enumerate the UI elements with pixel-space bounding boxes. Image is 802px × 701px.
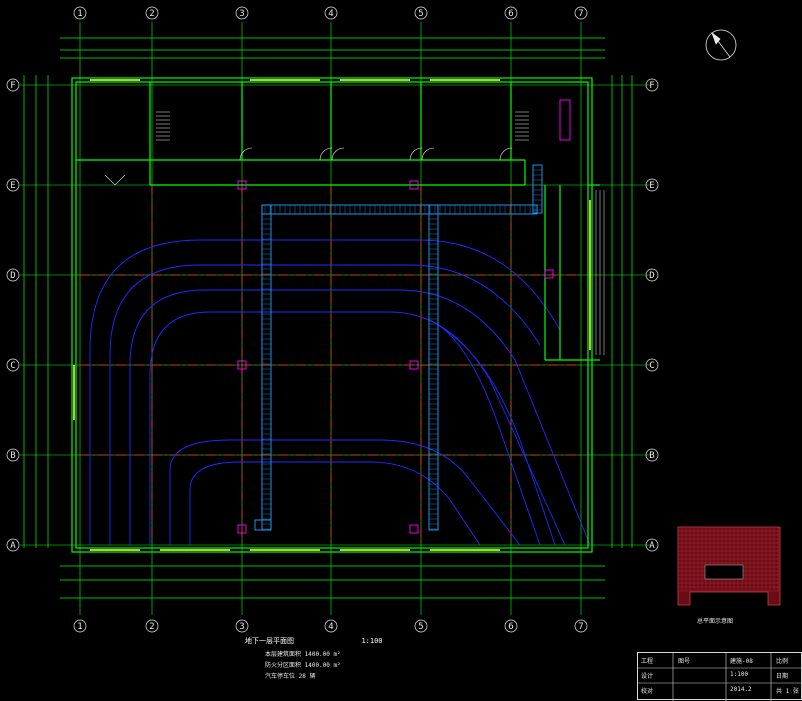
svg-text:D: D [649, 271, 654, 281]
grid-bubble-row-E: E [645, 178, 659, 192]
grid-bubble-col-2: 2 [145, 619, 159, 633]
wall-highlights [73, 79, 591, 551]
tb-cell: 日期 [776, 673, 789, 680]
grid-bubble-row-A: A [6, 538, 20, 552]
corridor-strips [254, 164, 543, 531]
keyplan-caption: 总平面示意图 [697, 618, 734, 625]
tb-cell: 共 1 张 [776, 688, 799, 695]
grid-bubble-row-D: D [645, 268, 659, 282]
svg-text:C: C [649, 361, 654, 371]
svg-text:D: D [10, 271, 15, 281]
tb-cell: 2014.2 [730, 686, 752, 693]
svg-text:E: E [649, 181, 654, 191]
svg-text:5: 5 [418, 622, 423, 632]
title-block: 工程 图号 建施-08 比例 设计 1:100 日期 校对 2014.2 共 1… [637, 652, 802, 701]
note-line-3: 汽车停车位 28 辆 [265, 673, 316, 680]
svg-text:2: 2 [149, 622, 154, 632]
grid-bubble-row-F: F [645, 78, 659, 92]
grid-bubble-col-4: 4 [324, 619, 338, 633]
svg-text:7: 7 [578, 9, 583, 19]
ramp-curves [89, 239, 591, 546]
tb-cell: 建施-08 [730, 658, 753, 665]
grid-bubble-col-7: 7 [574, 619, 588, 633]
tb-cell: 1:100 [730, 671, 749, 678]
grid-bubble-row-F: F [6, 78, 20, 92]
svg-text:A: A [649, 541, 655, 551]
tb-cell: 比例 [776, 658, 789, 665]
grid-bubble-col-5: 5 [414, 6, 428, 20]
grid-bubble-col-3: 3 [235, 6, 249, 20]
doors [104, 147, 513, 186]
title-block-grid [638, 653, 802, 701]
tb-cell: 校对 [641, 688, 654, 695]
stairs [156, 111, 605, 355]
grid-bubble-col-6: 6 [504, 6, 518, 20]
grid-bubble-col-3: 3 [235, 619, 249, 633]
note-line-2: 防火分区面积 1400.00 m² [265, 662, 341, 669]
dimension-lines [23, 37, 633, 599]
grid-bubble-col-2: 2 [145, 6, 159, 20]
grid-bubble-row-B: B [6, 448, 20, 462]
drawing-scale: 1:100 [361, 637, 383, 645]
svg-text:6: 6 [508, 9, 513, 19]
tb-cell: 图号 [678, 658, 691, 665]
tb-cell: 设计 [641, 673, 654, 680]
grid-bubble-col-7: 7 [574, 6, 588, 20]
svg-text:A: A [10, 541, 16, 551]
north-arrow-icon [705, 29, 737, 61]
svg-text:1: 1 [77, 622, 82, 632]
key-plan [677, 526, 781, 606]
grid-bubble-col-6: 6 [504, 619, 518, 633]
note-line-1: 本层建筑面积 1400.00 m² [265, 651, 341, 658]
svg-text:7: 7 [578, 622, 583, 632]
grid-bubble-row-C: C [6, 358, 20, 372]
columns [237, 99, 571, 534]
svg-text:F: F [10, 81, 15, 91]
grid-bubble-col-4: 4 [324, 6, 338, 20]
corridor-hatch [262, 164, 542, 530]
svg-text:2: 2 [149, 9, 154, 19]
svg-text:C: C [10, 361, 15, 371]
svg-text:4: 4 [328, 622, 333, 632]
svg-text:3: 3 [239, 9, 244, 19]
svg-text:B: B [10, 451, 15, 461]
grid-bubble-row-D: D [6, 268, 20, 282]
svg-text:B: B [649, 451, 654, 461]
grid-bubble-col-5: 5 [414, 619, 428, 633]
grid-bubble-row-C: C [645, 358, 659, 372]
svg-text:5: 5 [418, 9, 423, 19]
grid-bubble-col-1: 1 [73, 6, 87, 20]
tb-cell: 工程 [641, 658, 654, 665]
svg-text:3: 3 [239, 622, 244, 632]
axis-lines [80, 185, 581, 545]
drawing-title-text: 地下一层平面图 [245, 637, 294, 645]
svg-text:1: 1 [77, 9, 82, 19]
walls [71, 77, 600, 553]
svg-text:4: 4 [328, 9, 333, 19]
svg-text:6: 6 [508, 622, 513, 632]
svg-text:F: F [649, 81, 654, 91]
grid-bubble-row-A: A [645, 538, 659, 552]
grid-bubble-col-1: 1 [73, 619, 87, 633]
drawing-title: 地下一层平面图 1:100 [245, 636, 383, 646]
grid-bubble-row-E: E [6, 178, 20, 192]
svg-text:E: E [10, 181, 15, 191]
grid-bubble-row-B: B [645, 448, 659, 462]
